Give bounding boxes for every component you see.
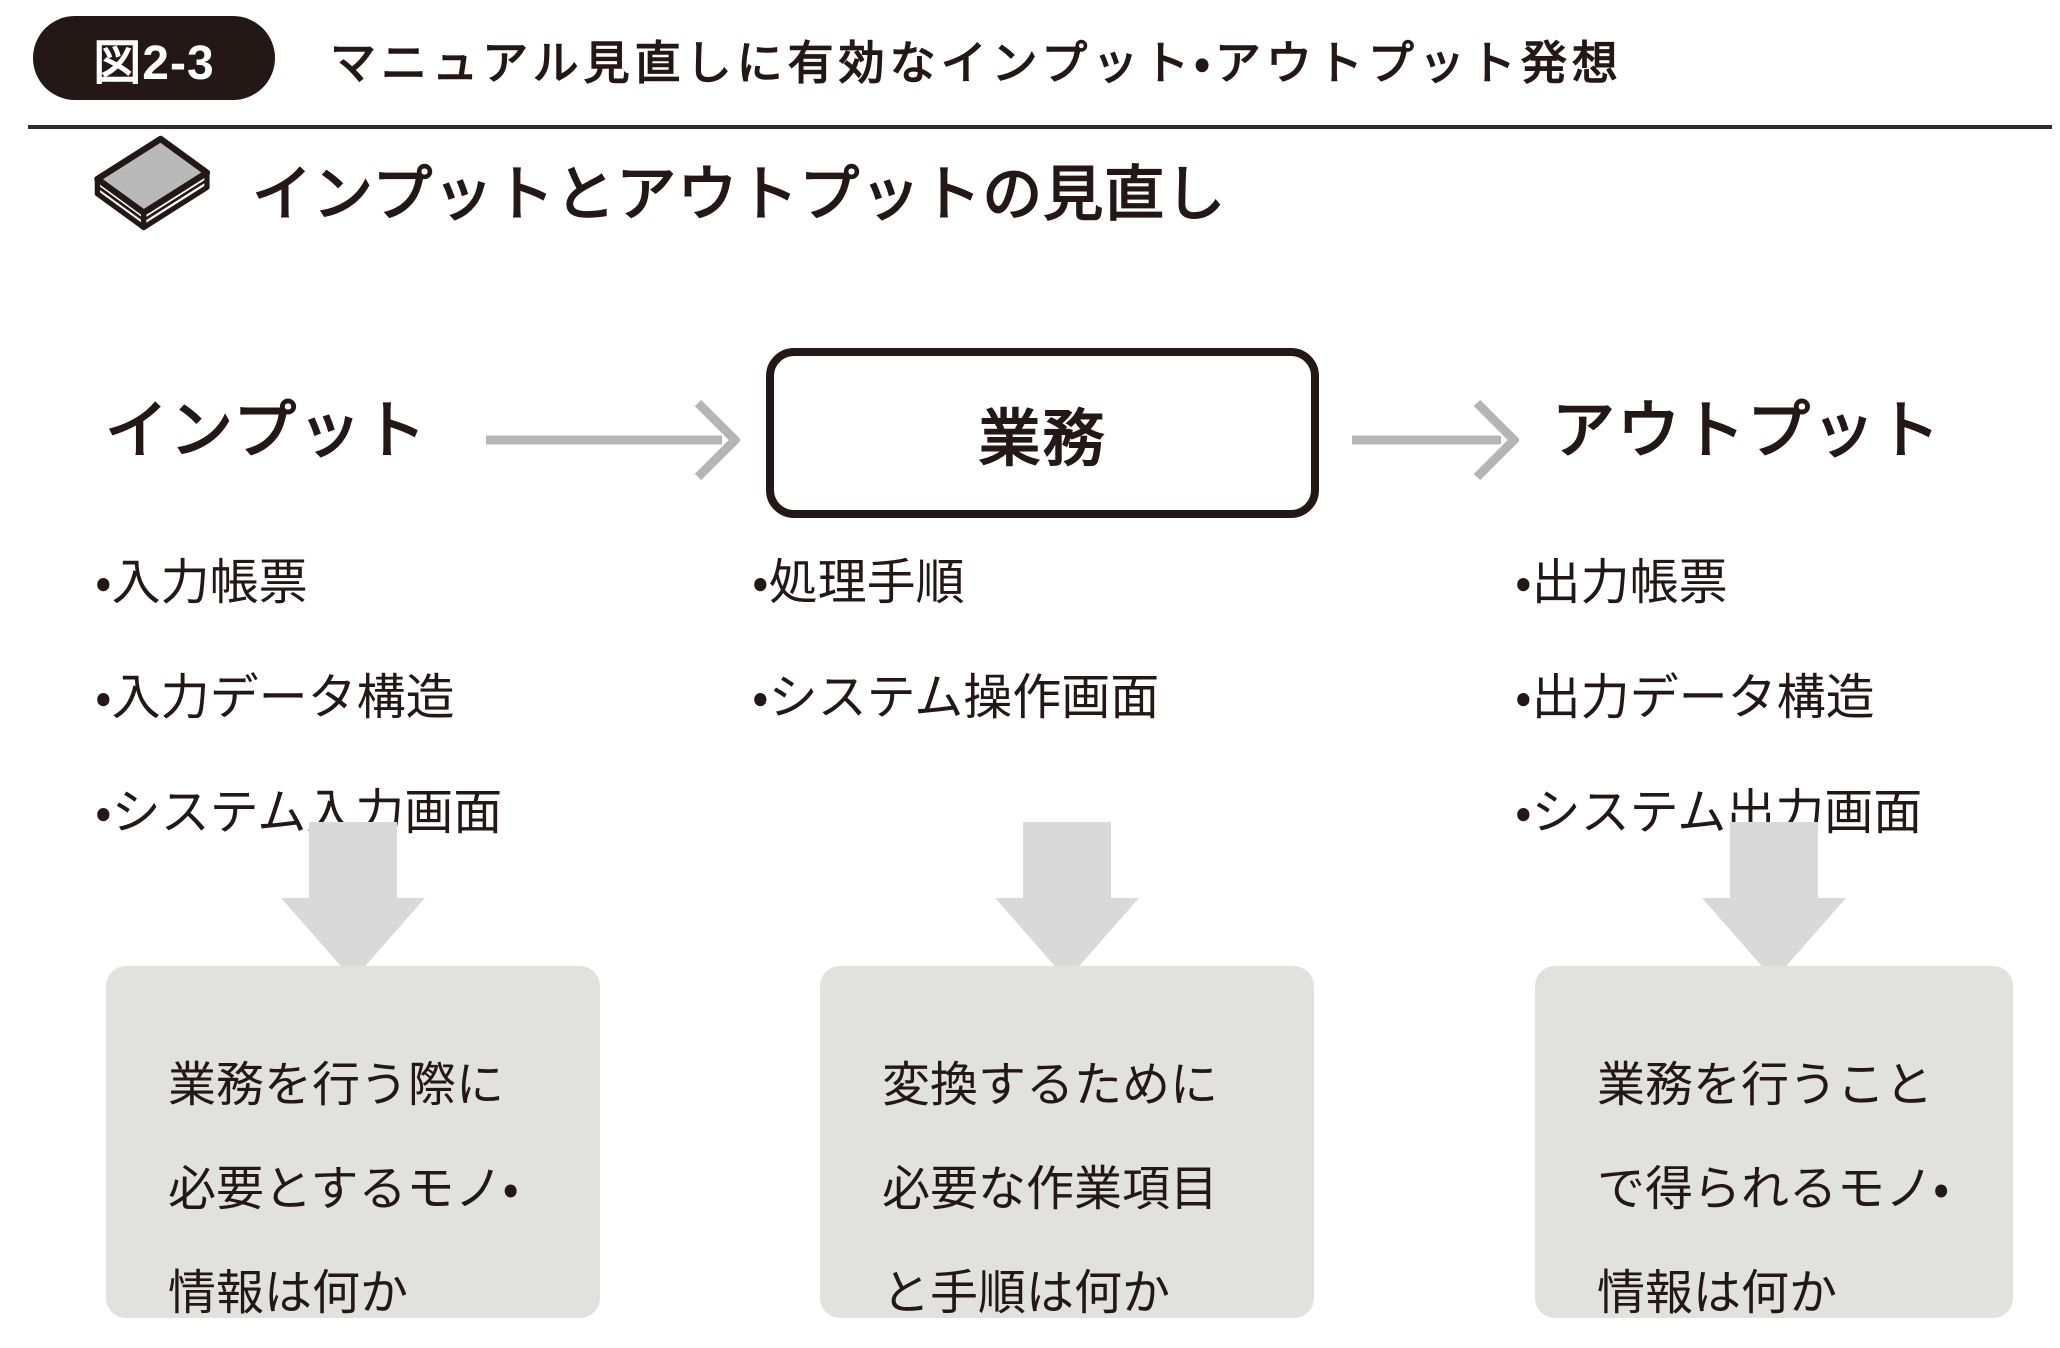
note-line: 変換するために bbox=[882, 1059, 1219, 1112]
note-line: 業務を行うこと bbox=[1597, 1059, 1934, 1112]
input-bullet-list: ・入力帳票 ・入力データ構造 ・システム入力画面 bbox=[95, 556, 503, 903]
header-rule bbox=[28, 125, 2052, 129]
note-line: 情報は何か bbox=[168, 1267, 409, 1320]
list-item: ・入力データ構造 bbox=[95, 670, 455, 725]
process-label: 業務 bbox=[978, 405, 1107, 474]
list-item: ・システム出力画面 bbox=[1515, 785, 1923, 840]
book-icon bbox=[58, 120, 240, 243]
list-item: ・出力データ構造 bbox=[1515, 670, 1875, 725]
list-item: ・システム入力画面 bbox=[95, 785, 503, 840]
figure-title: マニュアル見直しに有効なインプット・アウトプット発想 bbox=[330, 37, 1623, 89]
note-line: 情報は何か bbox=[1597, 1267, 1838, 1320]
process-bullet-list: ・処理手順 ・システム操作画面 bbox=[752, 556, 1160, 788]
block-arrow-down-icon bbox=[995, 822, 1139, 985]
list-item: ・処理手順 bbox=[752, 556, 965, 610]
input-note-box: 業務を行う際に 必要とするモノ・ 情報は何か bbox=[106, 966, 600, 1320]
list-item: ・システム操作画面 bbox=[752, 670, 1160, 725]
output-label: アウトプット bbox=[1552, 396, 1942, 466]
note-line: と手順は何か bbox=[882, 1267, 1171, 1320]
flow-arrow-right-icon bbox=[486, 393, 742, 492]
output-note-box: 業務を行うこと で得られるモノ・ 情報は何か bbox=[1535, 966, 2013, 1320]
input-label: インプット bbox=[105, 396, 429, 466]
note-line: 必要な作業項目 bbox=[882, 1163, 1219, 1216]
list-item: ・出力帳票 bbox=[1515, 556, 1728, 610]
block-arrow-down-icon bbox=[281, 822, 425, 985]
figure-badge: 図2-3 bbox=[33, 16, 275, 100]
section-heading: インプットとアウトプットの見直し bbox=[252, 161, 1227, 228]
note-line: 必要とするモノ・ bbox=[168, 1163, 519, 1216]
note-line: で得られるモノ・ bbox=[1597, 1163, 1950, 1216]
process-box: 業務 bbox=[766, 348, 1319, 518]
note-line: 業務を行う際に bbox=[168, 1059, 505, 1112]
output-bullet-list: ・出力帳票 ・出力データ構造 ・システム出力画面 bbox=[1515, 556, 1923, 903]
flow-arrow-right-icon bbox=[1352, 393, 1521, 492]
process-note-box: 変換するために 必要な作業項目 と手順は何か bbox=[820, 966, 1314, 1320]
block-arrow-down-icon bbox=[1702, 822, 1846, 985]
figure-label: 図2-3 bbox=[93, 37, 215, 90]
list-item: ・入力帳票 bbox=[95, 556, 308, 610]
